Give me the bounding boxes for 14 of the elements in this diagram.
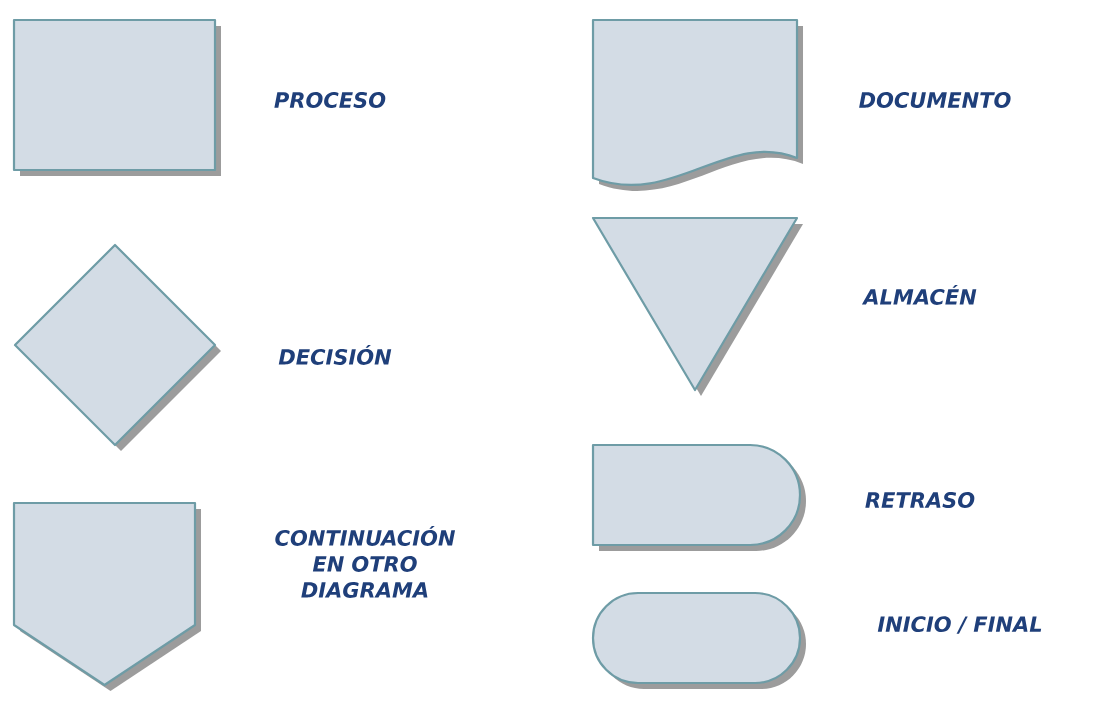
shape-label: RETRASO	[865, 492, 975, 508]
process-box	[12, 18, 221, 176]
decision-diamond	[13, 243, 221, 451]
shape-label: CONTINUACIÓN EN OTRO DIAGRAMA	[275, 526, 456, 598]
shape-label: ALMACÉN	[861, 285, 977, 305]
document-shape	[591, 18, 803, 191]
shape-label: DOCUMENTO	[859, 92, 1011, 108]
terminator-shape	[591, 591, 806, 689]
shape-label: DECISIÓN	[278, 345, 392, 365]
shape-label: PROCESO	[274, 92, 386, 108]
shape-label: INICIO / FINAL	[877, 616, 1042, 634]
delay-shape	[591, 443, 806, 551]
storage-triangle	[591, 216, 803, 396]
off-page-connector	[12, 501, 201, 691]
